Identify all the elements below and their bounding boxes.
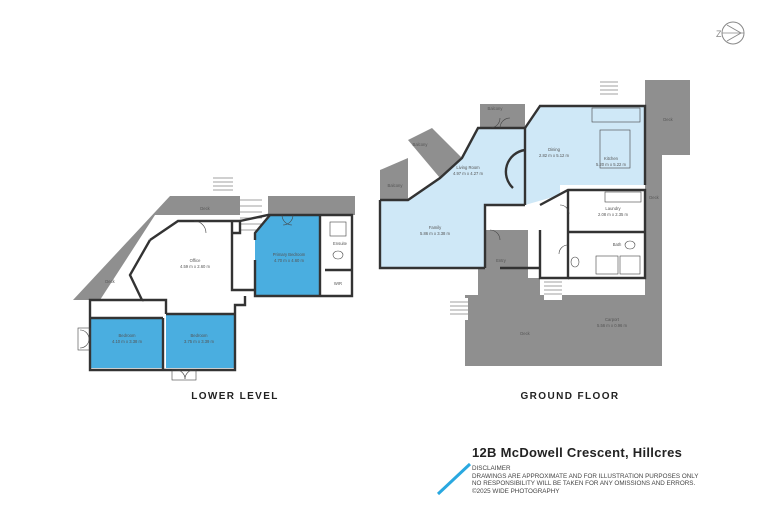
compass-icon: Z (716, 21, 745, 45)
dining-kitchen-area (525, 106, 645, 205)
lower-level-plan: Deck Deck Office 4.59 m x 2.60 m Primary… (73, 174, 355, 402)
disclaimer-line-2: NO RESPONSIBILITY WILL BE TAKEN FOR ANY … (472, 480, 696, 488)
balcony-top-label: Balcony (488, 106, 504, 111)
disclaimer: DISCLAIMER DRAWINGS ARE APPROXIMATE AND … (472, 465, 699, 495)
balcony-left (408, 128, 462, 178)
ground-deck-middle (478, 230, 540, 295)
office-label: Office (190, 258, 202, 263)
ground-floor-title: GROUND FLOOR (520, 391, 619, 402)
office-dims: 4.59 m x 2.60 m (180, 264, 211, 269)
carport-dims: 5.56 m x 0.96 m (597, 323, 628, 328)
lower-deck (73, 196, 240, 300)
dining-label: Dining (548, 147, 561, 152)
bedroom-1-area (90, 318, 163, 368)
deck-right-top (645, 80, 690, 155)
compass-letter: Z (716, 29, 722, 39)
kitchen-dims: 5.20 m x 5.22 m (596, 162, 627, 167)
primary-bedroom-label: Primary Bedroom (273, 252, 306, 257)
deck-right-mid-label: Deck (649, 195, 659, 200)
laundry-dims: 2.08 m x 2.35 m (598, 212, 629, 217)
bath-label: Bath (613, 242, 622, 247)
bedroom-1-label: Bedroom (119, 333, 137, 338)
living-room-label: Living Room (456, 165, 480, 170)
deck-right-top-label: Deck (663, 117, 673, 122)
balcony-left-label: Balcony (388, 183, 404, 188)
dining-dims: 2.82 m x 5.12 m (539, 153, 570, 158)
family-dims: 5.86 m x 3.38 m (420, 231, 451, 236)
family-label: Family (429, 225, 442, 230)
bedroom-1-dims: 4.10 m x 3.38 m (112, 339, 143, 344)
balcony-mid-label: Balcony (413, 142, 429, 147)
property-address: 12B McDowell Crescent, Hillcres (472, 445, 683, 460)
living-area (380, 128, 525, 268)
lower-deck-label: Deck (200, 206, 210, 211)
laundry-label: Laundry (605, 206, 621, 211)
deck-bottom-label: Deck (520, 331, 530, 336)
lower-deck-right (268, 196, 355, 215)
disclaimer-line-1: DRAWINGS ARE APPROXIMATE AND FOR ILLUSTR… (472, 472, 699, 480)
carport (562, 295, 662, 366)
primary-bedroom-area (255, 215, 320, 295)
bedroom-2-area (166, 314, 234, 368)
carport-label: Carport (605, 317, 620, 322)
ground-floor-plan: Balcony Balcony Balcony Living Room 4.97… (378, 78, 690, 402)
copyright: ©2025 WIDE PHOTOGRAPHY (472, 487, 560, 495)
brand-stripe-icon (436, 462, 472, 496)
wir-label: WIR (334, 281, 342, 286)
primary-bedroom-dims: 4.70 m x 4.60 m (274, 258, 305, 263)
entry-label: Entry (496, 258, 507, 263)
lower-deck-left-label: Deck (105, 279, 115, 284)
living-room-dims: 4.97 m x 4.27 m (453, 171, 484, 176)
bedroom-2-label: Bedroom (191, 333, 209, 338)
balcony-top (480, 104, 525, 128)
balcony-lower-left (380, 158, 408, 200)
deck-bottom (465, 295, 562, 366)
lower-level-title: LOWER LEVEL (191, 391, 279, 402)
disclaimer-heading: DISCLAIMER (472, 465, 511, 472)
bedroom-2-dims: 3.75 m x 3.39 m (184, 339, 215, 344)
deck-right-mid (645, 150, 662, 295)
kitchen-label: Kitchen (604, 156, 619, 161)
ensuite-label: Ensuite (333, 241, 348, 246)
